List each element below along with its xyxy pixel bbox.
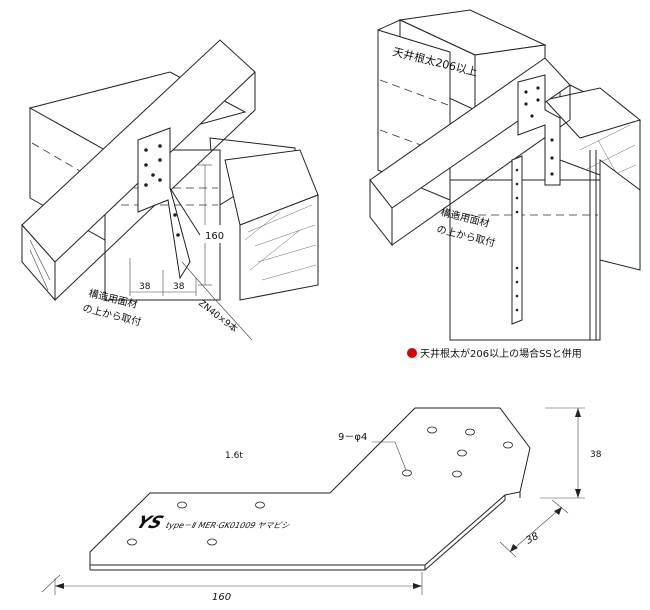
plate-stamp: YS type－Ⅱ MER·GK01009 ヤマビシ: [133, 513, 292, 533]
legend-marker-icon: [407, 348, 417, 358]
legend-note: 天井根太が206以上の場合SSと併用: [420, 347, 582, 360]
plate-dim-height-label: 38: [590, 450, 602, 460]
stamp-text: type－Ⅱ MER·GK01009 ヤマビシ: [164, 520, 292, 529]
plate-thickness-label: 1.6t: [225, 451, 243, 461]
plate-dim-length-label: 160: [212, 592, 231, 603]
plate-detail-view: [41, 407, 585, 595]
left-assembly-view: [21, 39, 319, 341]
right-assembly-view: [369, 9, 642, 341]
left-dim-width-a-label: 38: [139, 282, 151, 292]
left-dim-width-b-label: 38: [173, 282, 185, 292]
left-dim-height-label: 160: [205, 231, 224, 242]
stamp-brand-logo: YS: [133, 513, 167, 533]
plate-dim-depth-label: 38: [524, 531, 540, 547]
holes-spec-label: 9－φ4: [338, 432, 367, 443]
